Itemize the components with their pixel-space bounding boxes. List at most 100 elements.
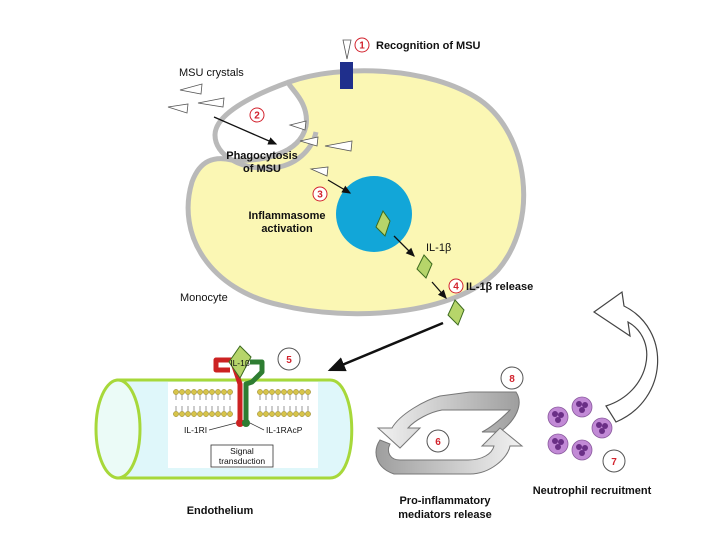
neutrophil-cluster bbox=[547, 396, 613, 461]
lipid-head bbox=[281, 389, 287, 395]
phagocytosis-label-1: Phagocytosis bbox=[226, 150, 298, 162]
lipid-head bbox=[185, 411, 191, 417]
lipid-head bbox=[293, 411, 299, 417]
il1ri-receptor bbox=[213, 357, 243, 421]
svg-text:7: 7 bbox=[611, 457, 617, 468]
il1racp-receptor bbox=[243, 359, 265, 421]
il1racp-tip bbox=[242, 419, 250, 427]
lipid-head bbox=[263, 411, 269, 417]
svg-text:4: 4 bbox=[453, 282, 459, 293]
cycle-arrow-lower bbox=[375, 427, 524, 475]
arrow-to-nucleus bbox=[327, 179, 352, 194]
lipid-head bbox=[197, 389, 203, 395]
step-5-badge: 5 bbox=[277, 347, 301, 371]
neutrophil bbox=[591, 417, 613, 439]
signal-transduction-box bbox=[210, 444, 274, 468]
svg-text:8: 8 bbox=[509, 374, 515, 385]
il1b-molecule bbox=[447, 299, 465, 326]
svg-text:2: 2 bbox=[254, 111, 260, 122]
inflammasome-label-1: Inflammasome bbox=[248, 210, 325, 222]
msu-crystal bbox=[342, 39, 352, 60]
lipid-head bbox=[203, 389, 209, 395]
msu-crystal bbox=[309, 166, 329, 177]
lipid-head bbox=[269, 411, 275, 417]
arrow-to-endothelium bbox=[327, 321, 444, 372]
neutrophil bbox=[547, 406, 569, 428]
il1b-molecule bbox=[375, 209, 391, 237]
il1ri-tip bbox=[236, 419, 244, 427]
il1b-label: IL-1β bbox=[426, 242, 451, 254]
nucleus bbox=[336, 176, 412, 252]
lipid-head bbox=[299, 389, 305, 395]
signal-label-1: Signal bbox=[230, 446, 254, 456]
svg-text:3: 3 bbox=[317, 190, 323, 201]
lipid-head bbox=[173, 411, 179, 417]
lipid-head bbox=[275, 389, 281, 395]
lipid-head bbox=[173, 389, 179, 395]
lipid-head bbox=[227, 411, 233, 417]
phagocytosis-label-2: of MSU bbox=[243, 163, 281, 175]
il1b-molecule bbox=[416, 254, 433, 279]
il1ri-leader bbox=[208, 422, 237, 431]
lipid-head bbox=[287, 389, 293, 395]
lipid-head bbox=[197, 411, 203, 417]
monocyte-label: Monocyte bbox=[180, 292, 228, 304]
step-7-badge: 7 bbox=[602, 449, 626, 473]
msu-crystal bbox=[179, 83, 203, 95]
cycle-arrow-upper bbox=[376, 391, 520, 449]
lipid-head bbox=[215, 411, 221, 417]
lipid-head bbox=[281, 411, 287, 417]
membrane-bilayer bbox=[173, 389, 311, 417]
il1b-release-label: IL-1β release bbox=[466, 281, 533, 293]
lipid-head bbox=[203, 411, 209, 417]
phagocytic-pocket bbox=[212, 79, 319, 171]
lipid-head bbox=[191, 411, 197, 417]
lipid-head bbox=[227, 389, 233, 395]
lipid-head bbox=[263, 389, 269, 395]
lipid-head bbox=[275, 411, 281, 417]
msu-crystal bbox=[324, 140, 353, 152]
msu-crystals-label: MSU crystals bbox=[179, 67, 244, 79]
arrow-il1b-release bbox=[431, 281, 447, 299]
lipid-head bbox=[179, 411, 185, 417]
msu-receptor bbox=[340, 62, 353, 89]
step-1-badge: 1 bbox=[354, 37, 370, 53]
msu-crystals-group bbox=[167, 39, 353, 177]
lipid-head bbox=[215, 389, 221, 395]
lipid-head bbox=[209, 389, 215, 395]
msu-crystal bbox=[288, 120, 307, 131]
arrow-il1b-exit bbox=[393, 235, 415, 257]
lipid-head bbox=[305, 411, 311, 417]
lipid-head bbox=[257, 411, 263, 417]
recruitment-curved-arrow bbox=[592, 290, 659, 423]
step-6-badge: 6 bbox=[426, 429, 450, 453]
step-4-badge: 4 bbox=[448, 278, 464, 294]
lipid-head bbox=[305, 389, 311, 395]
lipid-head bbox=[257, 389, 263, 395]
il1racp-label: IL-1RAcP bbox=[266, 425, 303, 435]
lipid-head bbox=[299, 411, 305, 417]
msu-crystal bbox=[299, 136, 319, 147]
step-8-badge: 8 bbox=[500, 366, 524, 390]
il1b-bound-label: IL-1β bbox=[230, 358, 250, 368]
il1b-bound bbox=[228, 345, 252, 379]
step-3-badge: 3 bbox=[312, 186, 328, 202]
neutrophil bbox=[571, 439, 593, 461]
signal-label-2: transduction bbox=[219, 456, 266, 466]
lipid-head bbox=[191, 389, 197, 395]
lipid-head bbox=[185, 389, 191, 395]
neutrophil bbox=[571, 396, 593, 418]
recognition-label: Recognition of MSU bbox=[376, 40, 481, 52]
neutrophil bbox=[547, 433, 569, 455]
lipid-head bbox=[293, 389, 299, 395]
il1racp-leader bbox=[249, 422, 265, 431]
lipid-head bbox=[221, 411, 227, 417]
svg-text:1: 1 bbox=[359, 41, 365, 52]
lipid-head bbox=[287, 411, 293, 417]
lipid-head bbox=[221, 389, 227, 395]
arrow-phagocytosis bbox=[213, 116, 278, 145]
msu-crystal bbox=[197, 97, 225, 108]
lipid-head bbox=[269, 389, 275, 395]
neutrophil-recruitment-label: Neutrophil recruitment bbox=[533, 485, 652, 497]
